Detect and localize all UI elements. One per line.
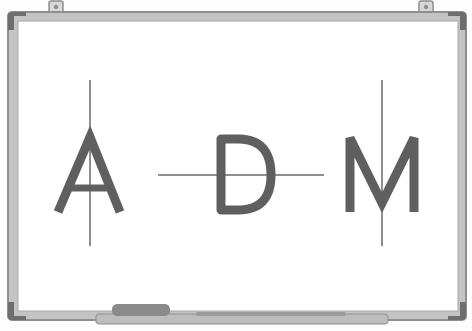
whiteboard-surface [18, 21, 458, 311]
eraser [112, 304, 170, 316]
